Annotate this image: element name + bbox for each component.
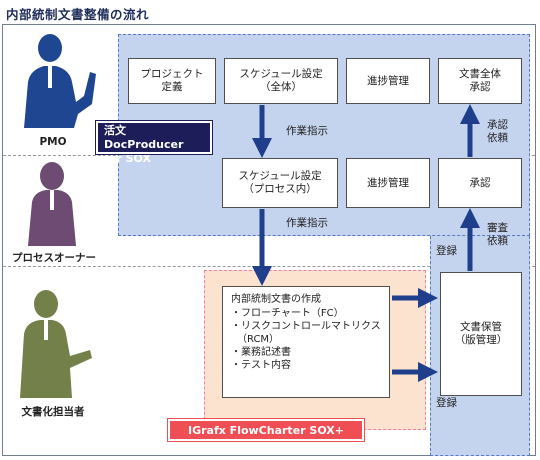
flow-label-register-1: 登録 <box>436 245 457 257</box>
actor-label-pmo: PMO <box>39 136 67 148</box>
flow-label-review-request: 審査 依頼 <box>487 222 508 247</box>
approval-box: 承認 <box>438 158 522 208</box>
flow-label-work-instruction-2: 作業指示 <box>286 217 328 229</box>
flowcharter-badge: IGrafx FlowCharter SOX+ <box>167 418 365 442</box>
diagram-frame <box>2 24 536 456</box>
document-overall-approval-box: 文書全体 承認 <box>438 58 522 104</box>
actor-label-process-owner: プロセスオーナー <box>12 252 96 264</box>
schedule-overall-box: スケジュール設定 （全体） <box>224 58 338 104</box>
document-creation-item: （RCM） <box>237 334 280 345</box>
actor-label-documenter: 文書化担当者 <box>21 406 85 418</box>
document-creation-title: 内部統制文書の作成 <box>231 294 321 305</box>
flow-label-register-2: 登録 <box>436 397 457 409</box>
document-storage-box: 文書保管 （版管理） <box>440 272 522 396</box>
docproducer-badge: 活文DocProducer for SOX <box>95 120 213 165</box>
schedule-process-box: スケジュール設定 （プロセス内） <box>222 158 338 208</box>
project-definition-box: プロジェクト 定義 <box>128 58 216 104</box>
documenter-person-icon <box>20 290 92 398</box>
document-creation-item: ・フローチャート（FC） <box>231 308 344 319</box>
document-creation-item: ・リスクコントロールマトリクス <box>231 321 381 332</box>
page-title: 内部統制文書整備の流れ <box>6 7 150 22</box>
process-owner-person-icon <box>28 162 76 246</box>
progress-management-pmo-box: 進捗管理 <box>346 58 430 104</box>
progress-management-owner-box: 進捗管理 <box>346 158 430 208</box>
document-creation-item: ・テスト内容 <box>231 360 291 371</box>
document-creation-box: 内部統制文書の作成 ・フローチャート（FC） ・リスクコントロールマトリクス （… <box>222 286 390 398</box>
flow-label-approval-request: 承認 依頼 <box>487 119 508 144</box>
pmo-person-icon <box>24 34 96 128</box>
flow-label-work-instruction-1: 作業指示 <box>286 125 328 137</box>
document-creation-item: ・業務記述書 <box>231 347 291 358</box>
